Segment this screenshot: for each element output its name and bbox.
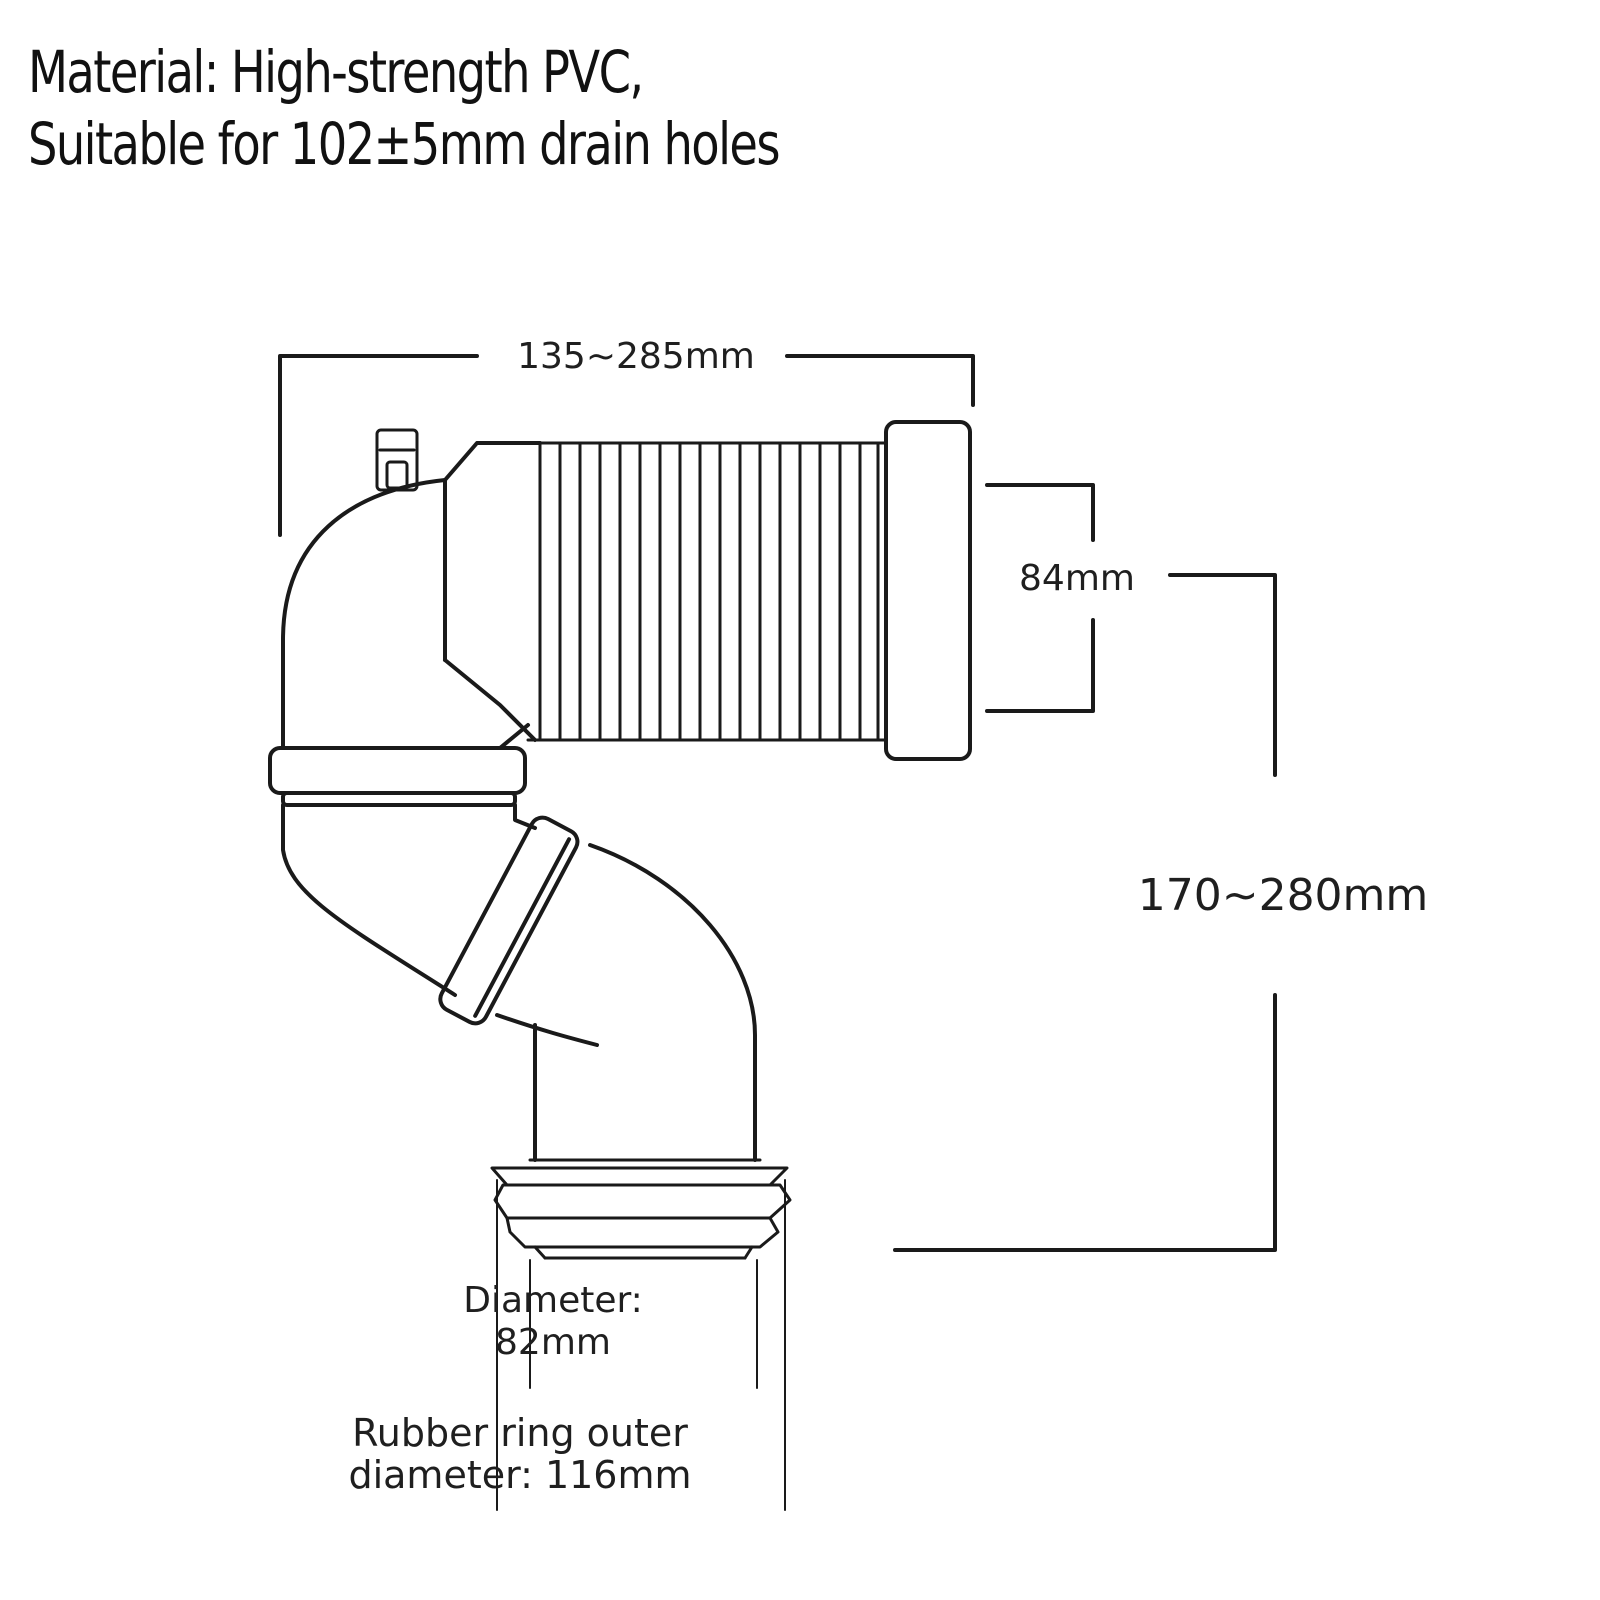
height-label: 170~280mm: [1138, 870, 1429, 921]
diameter-value: 82mm: [495, 1322, 611, 1363]
length-dimension-bracket: [278, 354, 975, 537]
outlet-height-dimension-bracket: [985, 483, 1095, 713]
rubber-ring-diameter: diameter: 116mm: [348, 1453, 691, 1497]
middle-coupling-ring: [268, 746, 527, 807]
rubber-ring-label: Rubber ring outer: [352, 1411, 688, 1455]
product-specs-header: Material: High-strength PVC, Suitable fo…: [28, 36, 908, 180]
material-spec-line: Material: High-strength PVC,: [28, 38, 644, 106]
height-dimension-bracket: [893, 573, 1277, 1252]
drain-hole-spec-line: Suitable for 102±5mm drain holes: [28, 110, 781, 178]
diameter-label: Diameter:: [463, 1280, 643, 1321]
length-label: 135~285mm: [517, 336, 755, 377]
diameter-reference-lines: [496, 1179, 786, 1511]
angled-coupling-ring: [438, 815, 580, 1026]
bend-to-floor: [495, 843, 757, 1162]
retaining-clip: [375, 428, 419, 492]
lower-elbow: [281, 803, 537, 997]
upper-elbow: [281, 478, 530, 750]
outlet-collar: [884, 420, 972, 761]
bottom-rubber-seal: [490, 1158, 792, 1260]
outlet-height-label: 84mm: [1019, 558, 1135, 599]
corrugated-pipe: [475, 441, 888, 742]
cone-transition: [443, 441, 542, 742]
